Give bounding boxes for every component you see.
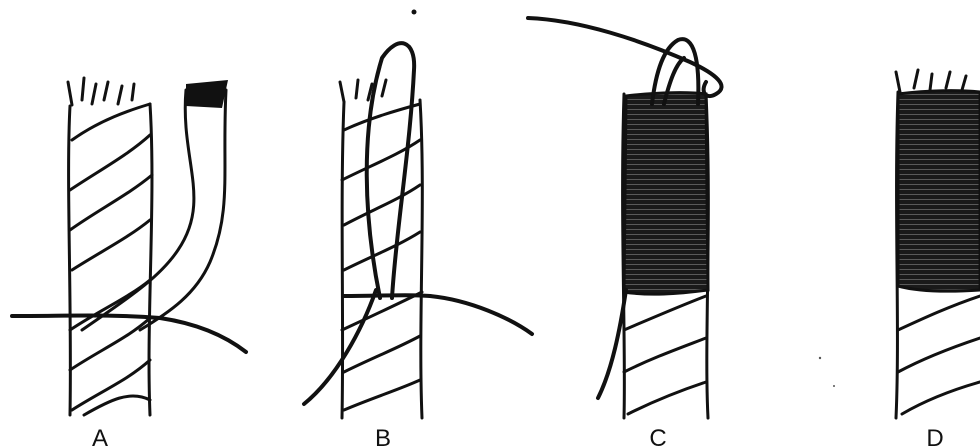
thread-b xyxy=(304,43,532,404)
speck xyxy=(833,385,835,387)
label-c: C xyxy=(649,425,666,448)
label-d: D xyxy=(926,425,943,448)
figure-b: B xyxy=(304,10,532,448)
rope-a xyxy=(68,78,152,415)
figure-d: D xyxy=(896,70,980,448)
whipping-wrap-d xyxy=(898,91,980,292)
thread-a-end-tuft xyxy=(186,80,228,108)
speck xyxy=(819,357,821,359)
label-b: B xyxy=(375,425,391,448)
thread-a xyxy=(12,80,246,352)
whipping-wrap-c xyxy=(624,93,708,294)
thread-b-dot xyxy=(412,10,417,15)
figure-a: A xyxy=(12,78,246,448)
label-a: A xyxy=(92,425,108,448)
figure-c: C xyxy=(528,18,722,448)
